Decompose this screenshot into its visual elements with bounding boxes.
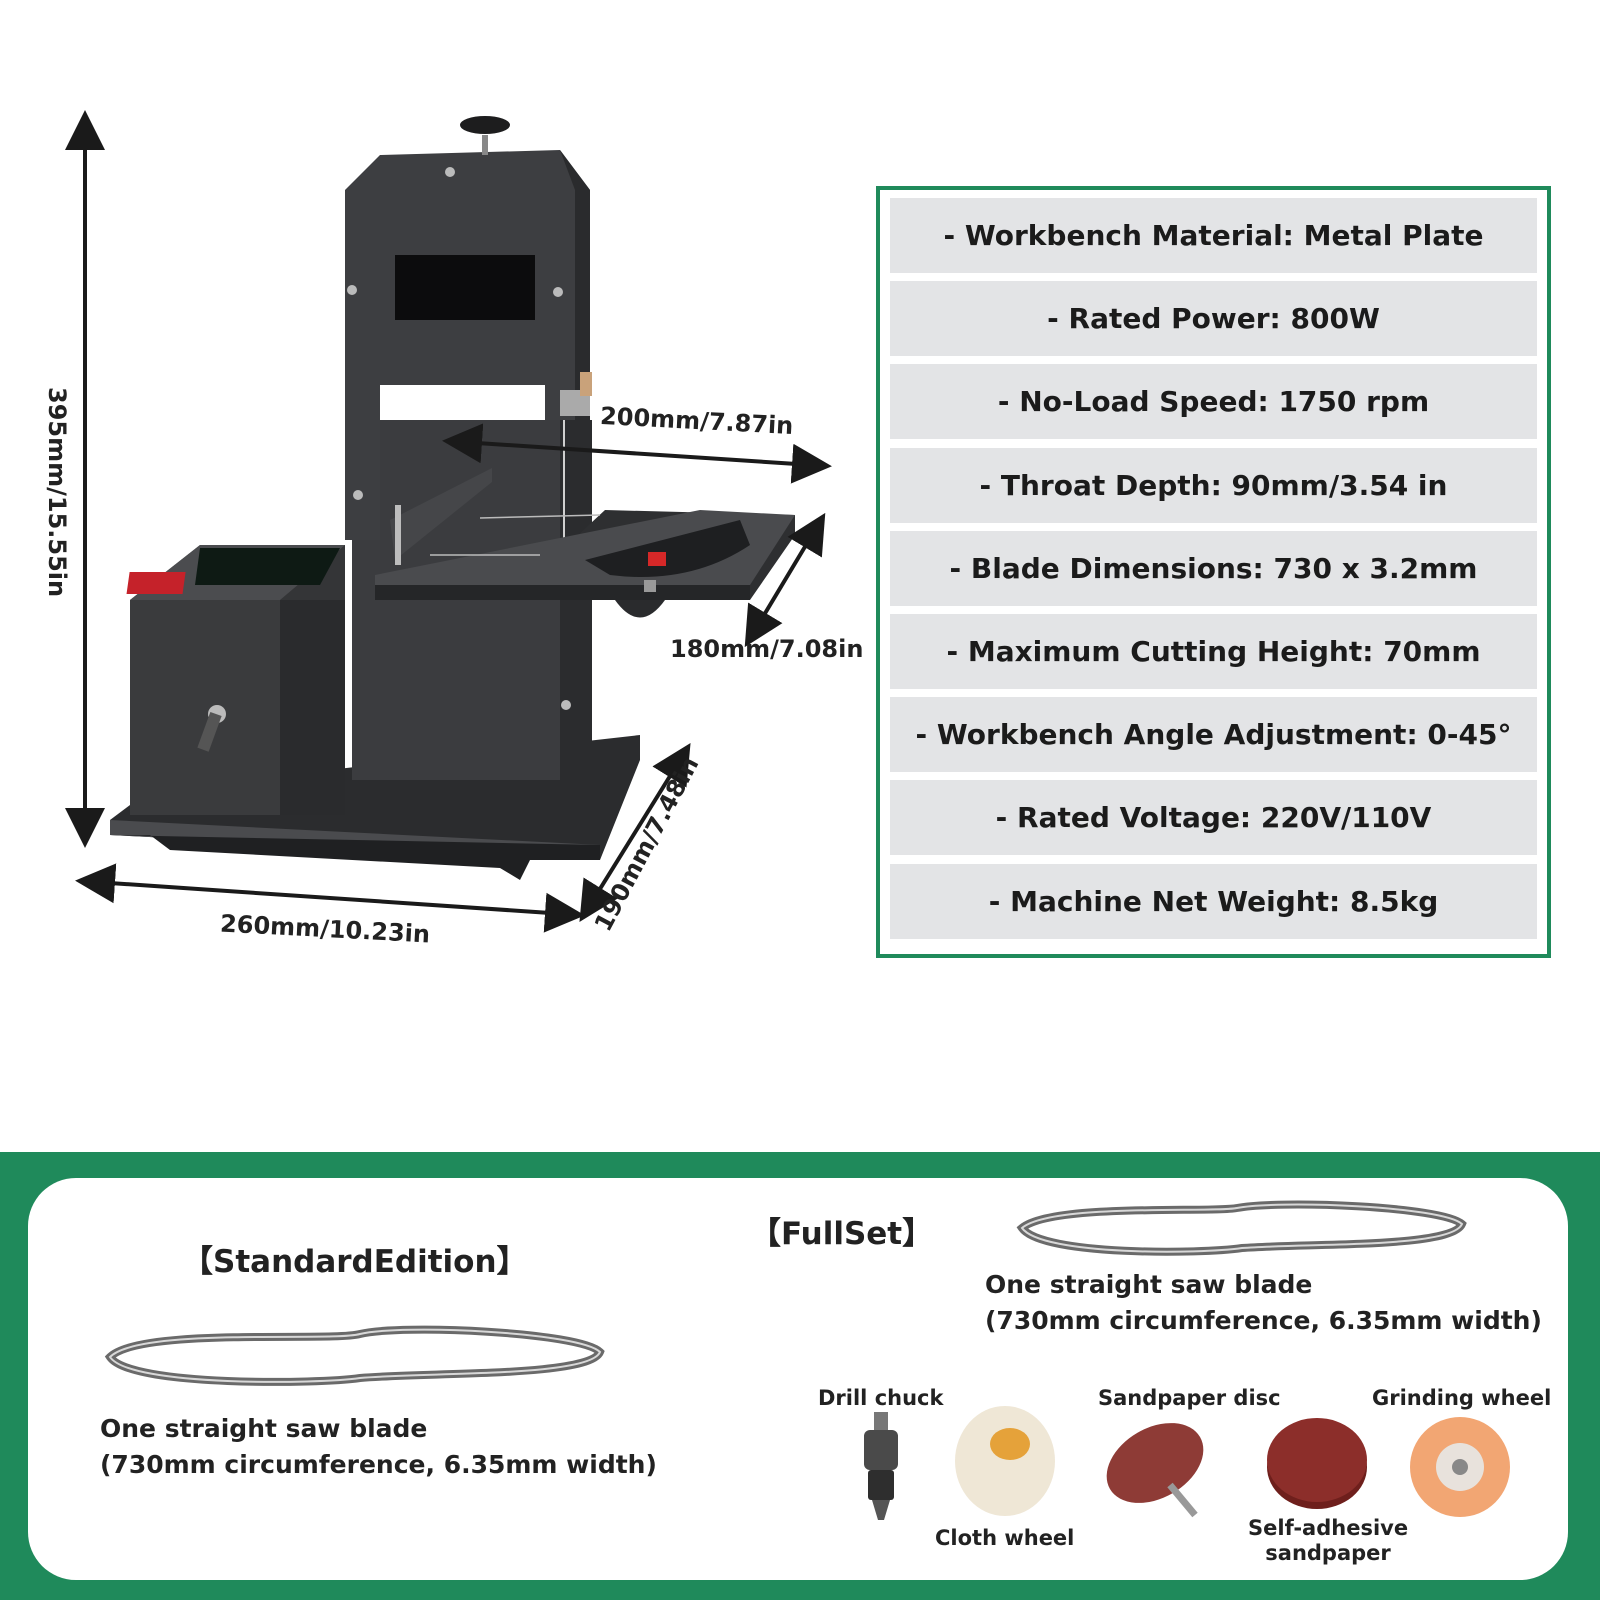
grinding-wheel-image [1410,1417,1510,1517]
fullset-blade-line2: (730mm circumference, 6.35mm width) [985,1306,1542,1335]
band-saw-illustration [65,110,832,933]
self-adhesive-sandpaper-label: Self-adhesive sandpaper [1248,1516,1408,1566]
sandpaper-disc-image [1106,1423,1204,1518]
dimension-arrows [65,110,832,933]
drill-chuck-image [864,1412,898,1520]
specifications-panel: - Workbench Material: Metal Plate - Rate… [876,186,1551,958]
standard-saw-blade-image [104,1325,605,1386]
sandpaper-disc-label: Sandpaper disc [1098,1386,1281,1410]
self-adhesive-label-line1: Self-adhesive [1248,1516,1409,1540]
grinding-wheel-label: Grinding wheel [1372,1386,1552,1410]
power-switch [126,572,186,594]
cloth-wheel-image [955,1406,1055,1516]
table-depth-dimension-label: 180mm/7.08in [670,635,864,663]
spec-row: - Maximum Cutting Height: 70mm [890,613,1537,689]
standard-blade-line1: One straight saw blade [100,1414,428,1443]
spec-row: - Machine Net Weight: 8.5kg [890,863,1537,939]
fullset-blade-line1: One straight saw blade [985,1270,1313,1299]
standard-edition-title: 【StandardEdition】 [182,1244,528,1280]
fullset-title: 【FullSet】 [750,1216,934,1252]
spec-row: - Rated Power: 800W [890,281,1537,357]
spec-row: - Throat Depth: 90mm/3.54 in [890,447,1537,523]
height-dimension-label: 395mm/15.55in [43,387,71,598]
work-table [375,468,795,618]
motor-housing [126,545,345,815]
drill-chuck-label: Drill chuck [818,1386,944,1410]
spec-row: - Workbench Angle Adjustment: 0-45° [890,697,1537,773]
self-adhesive-label-line2: sandpaper [1265,1541,1391,1565]
cloth-wheel-label: Cloth wheel [935,1526,1075,1550]
spec-row: - Blade Dimensions: 730 x 3.2mm [890,530,1537,606]
spec-row: - Workbench Material: Metal Plate [890,198,1537,273]
self-adhesive-sandpaper-image [1267,1418,1367,1509]
spec-row: - Rated Voltage: 220V/110V [890,780,1537,856]
standard-blade-line2: (730mm circumference, 6.35mm width) [100,1450,657,1479]
spec-row: - No-Load Speed: 1750 rpm [890,364,1537,440]
fullset-saw-blade-image [1016,1200,1467,1256]
